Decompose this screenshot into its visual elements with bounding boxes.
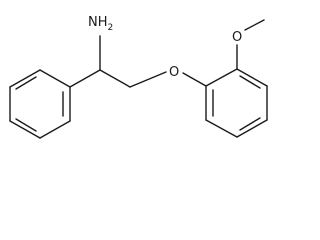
methoxy-oxygen-label: O [232, 30, 242, 45]
phenyl-ring [9, 69, 71, 139]
structure-canvas: NH2 O O [9, 15, 268, 139]
methoxy-group [236, 19, 265, 70]
bond-phenyl-ch [69, 69, 101, 88]
ethylene-chain [69, 35, 207, 88]
phenyl-bond [39, 69, 71, 88]
chemical-structure-diagram: NH2 O O [9, 15, 268, 139]
phenyl-double-bond [15, 118, 37, 132]
phenyl-bond [9, 69, 41, 88]
bond-ch-ch2 [99, 69, 131, 88]
phenyl-bond [9, 120, 41, 139]
aryl-double-bond [239, 75, 261, 89]
phenyl-bond [39, 120, 71, 139]
bond-methoxy-methyl [244, 19, 265, 31]
methoxyphenyl-ring [205, 68, 268, 138]
aryl-bond [205, 119, 238, 138]
phenyl-double-bond [15, 76, 37, 90]
aryl-bond [205, 68, 238, 87]
bond-o-ring [182, 72, 207, 87]
aryl-bond [236, 119, 268, 138]
aryl-double-bond [239, 117, 261, 131]
ether-oxygen-label: O [169, 65, 179, 80]
aryl-bond [236, 68, 268, 87]
bond-ch2-o [129, 71, 167, 88]
amine-label: NH2 [88, 15, 113, 33]
